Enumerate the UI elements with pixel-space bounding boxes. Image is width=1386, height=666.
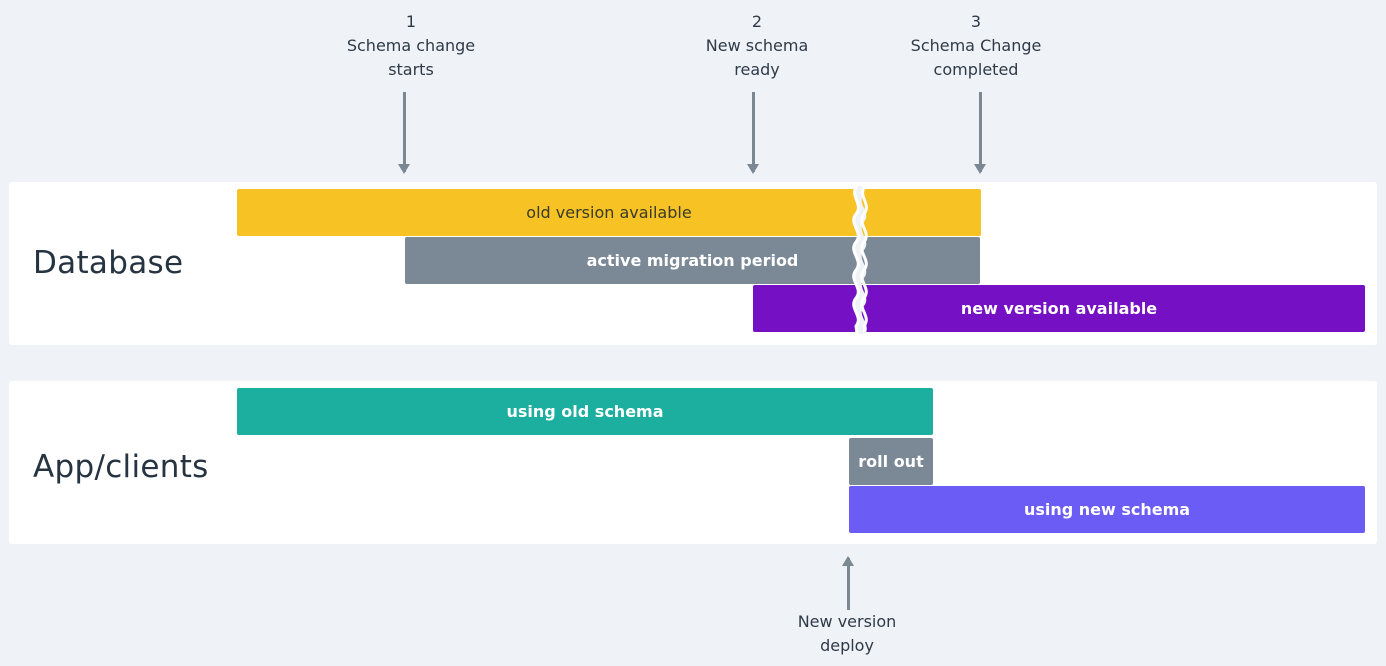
bar-active-migration-period: active migration period [405,237,980,284]
marker-text-line2: ready [734,60,780,79]
arrow-down-icon [747,92,759,174]
bar-label: active migration period [586,251,799,270]
app-clients-label: App/clients [33,449,209,485]
bar-new-version-available: new version available [753,285,1365,332]
marker-text-line1: Schema Change [910,36,1042,55]
deploy-text-line2: deploy [820,636,874,655]
new-version-deploy-label: New version deploy [747,610,947,658]
marker-text-line1: Schema change [346,36,476,55]
arrow-up-icon [842,556,854,610]
marker-schema-change-completed: 3 Schema Change completed [876,10,1076,82]
time-break-icon [852,186,868,334]
marker-number: 3 [970,12,982,31]
bar-label: roll out [858,452,924,471]
bar-label: using new schema [1023,500,1191,519]
arrow-down-icon [398,92,410,174]
deploy-text-line1: New version [797,612,897,631]
database-label: Database [33,245,184,281]
marker-number: 2 [751,12,763,31]
bar-using-new-schema: using new schema [849,486,1365,533]
bar-roll-out: roll out [849,438,933,485]
bar-using-old-schema: using old schema [237,388,933,435]
arrow-down-icon [974,92,986,174]
bar-label: new version available [960,299,1158,318]
marker-text-line2: completed [933,60,1019,79]
marker-text-line2: starts [388,60,434,79]
marker-schema-change-starts: 1 Schema change starts [311,10,511,82]
bar-label: using old schema [506,402,664,421]
marker-number: 1 [405,12,417,31]
marker-text-line1: New schema [705,36,809,55]
marker-new-schema-ready: 2 New schema ready [657,10,857,82]
bar-label: old version available [526,203,692,222]
